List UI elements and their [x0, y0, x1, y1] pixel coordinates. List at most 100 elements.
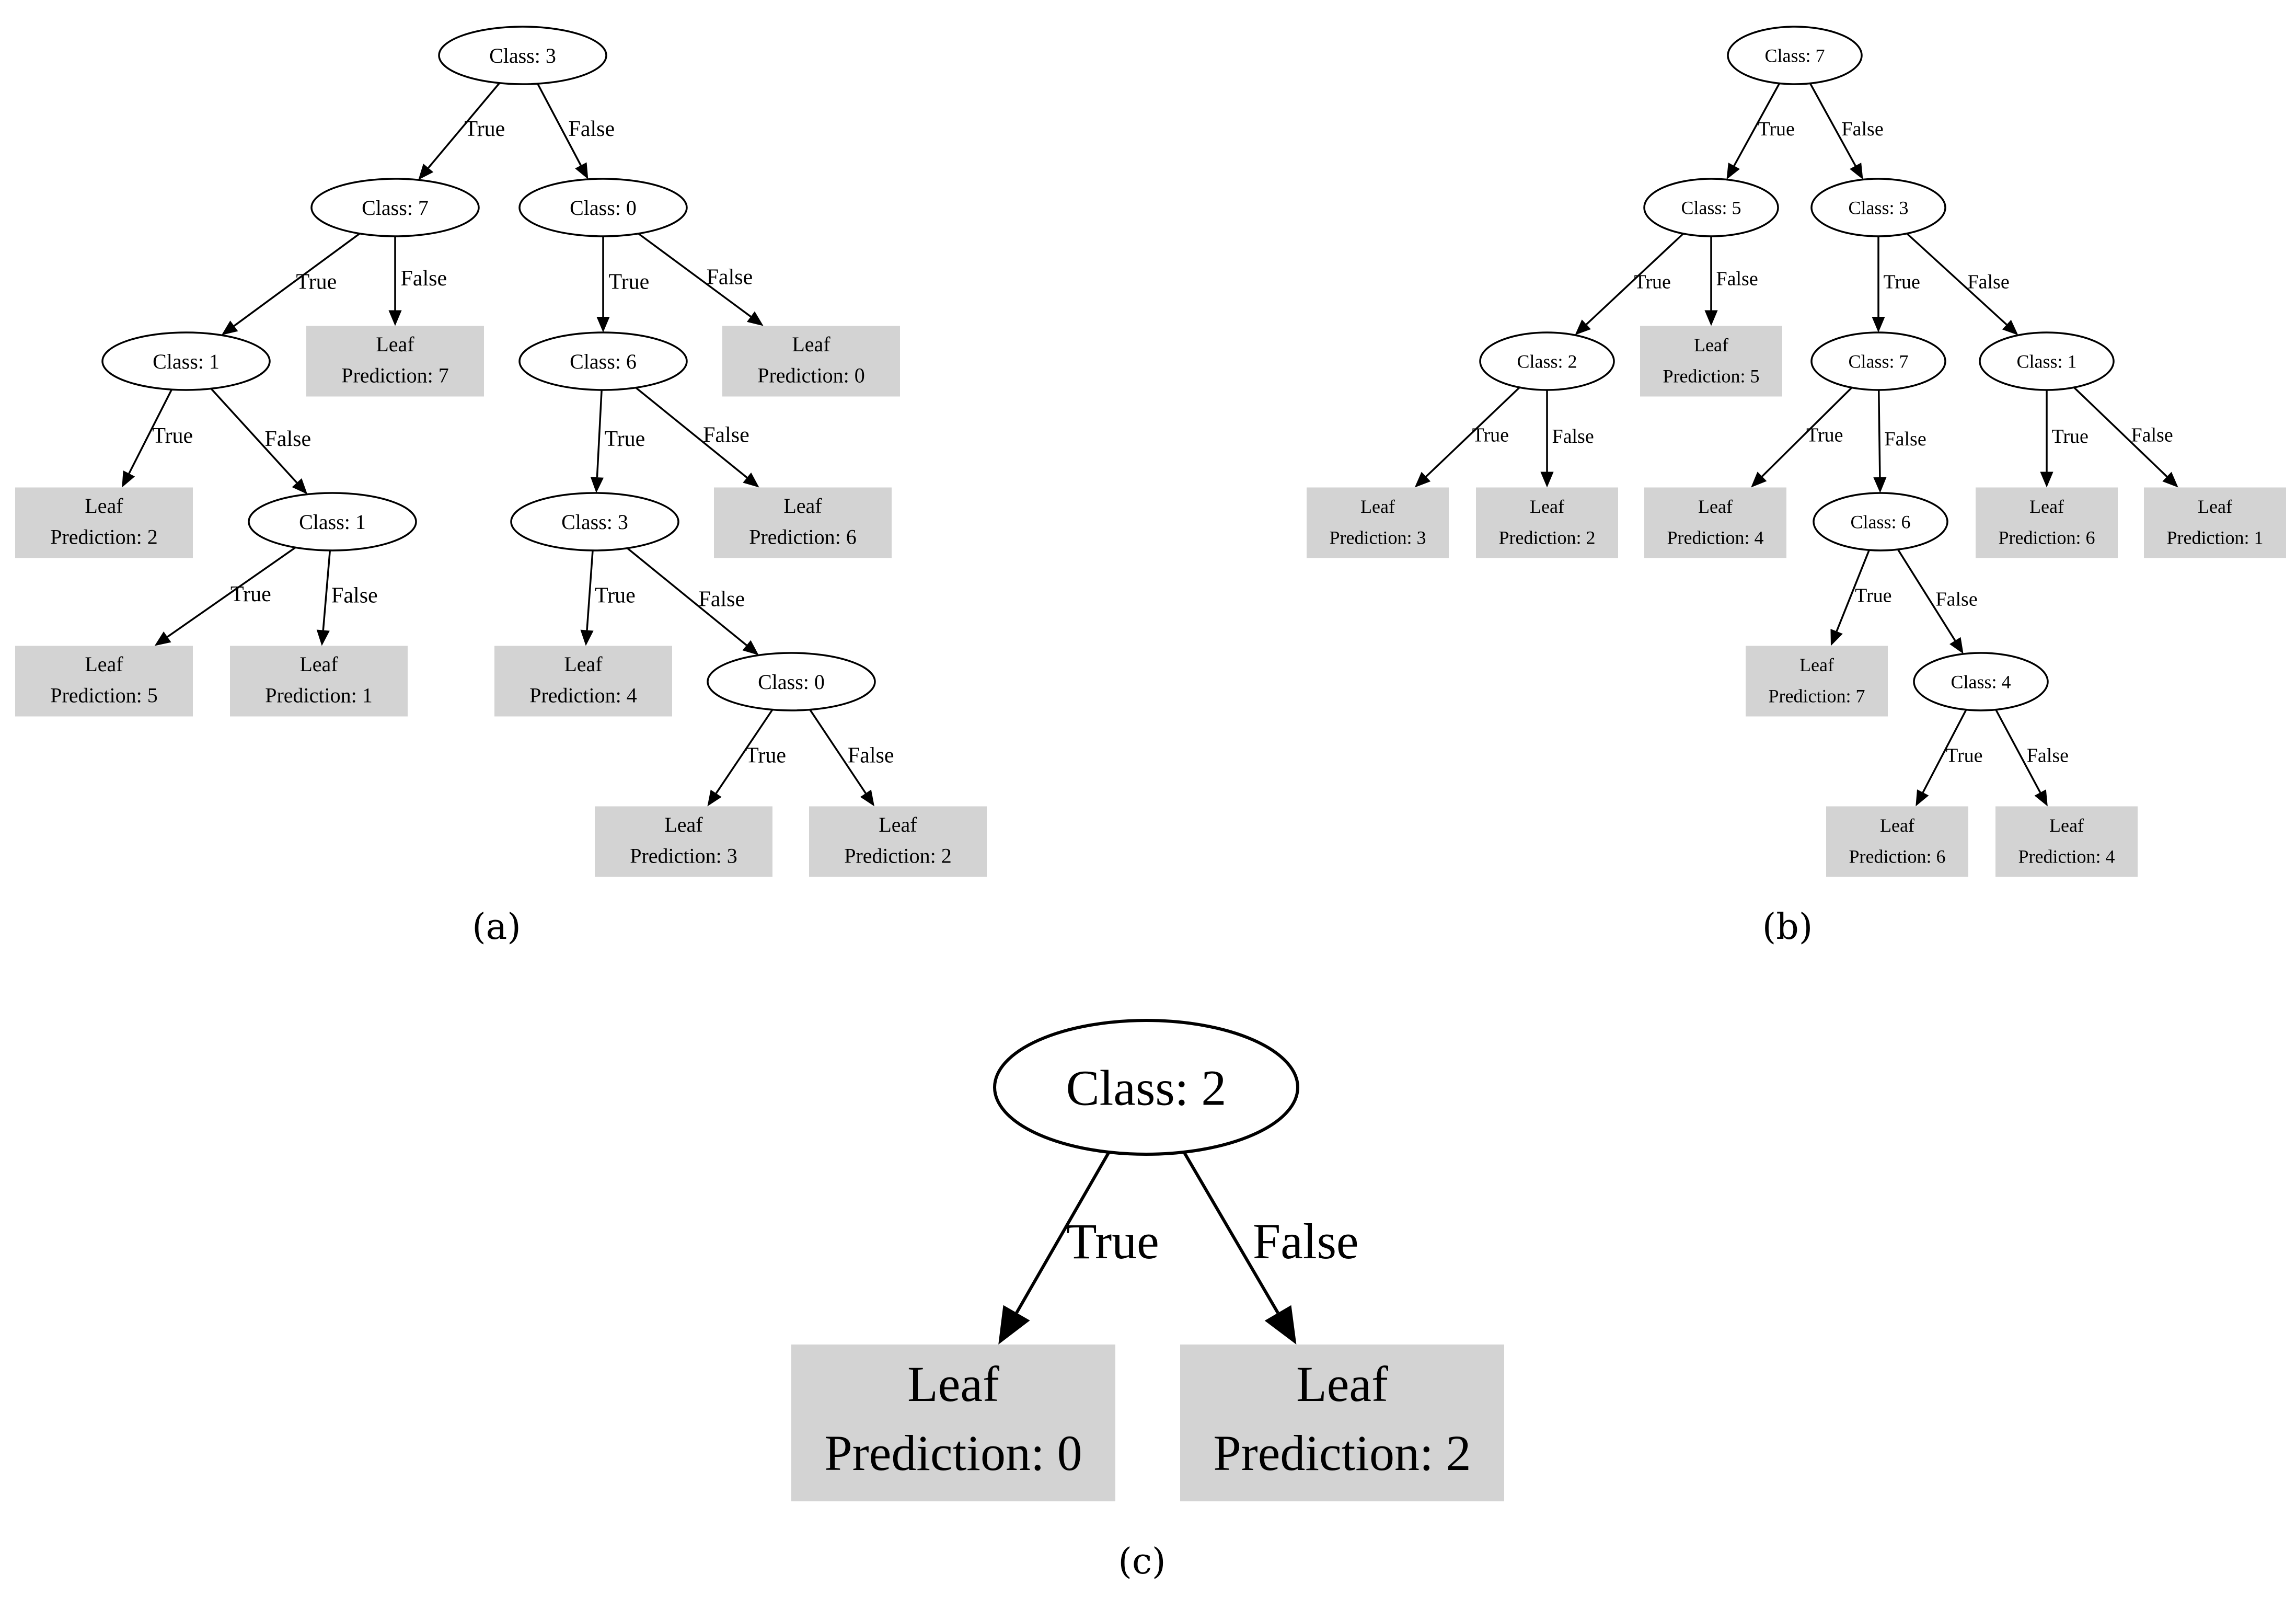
- leaf-box: [494, 646, 672, 717]
- edge-label: False: [1842, 118, 1884, 140]
- class-ellipse: [438, 26, 607, 85]
- class-label: Class: 1: [2016, 351, 2076, 372]
- leaf-label: Leaf: [376, 332, 414, 356]
- class-node: Class: 3: [510, 492, 679, 552]
- edge-label: True: [745, 743, 786, 767]
- arrowhead: [388, 310, 402, 326]
- class-ellipse: [1643, 178, 1779, 237]
- edge-label: True: [1946, 745, 1982, 767]
- edge-label: True: [595, 584, 636, 608]
- edge-line: [1809, 83, 1856, 167]
- caption-a: (a): [472, 906, 521, 948]
- arrowhead: [1872, 317, 1885, 332]
- leaf-label: Leaf: [1799, 654, 1834, 675]
- leaf-box: [1476, 487, 1618, 558]
- edge-label: False: [1885, 428, 1926, 450]
- leaf-box: [791, 1345, 1115, 1501]
- arrowhead: [590, 477, 604, 493]
- edge-true: True: [1830, 549, 1892, 646]
- arrowhead: [1850, 163, 1863, 180]
- class-label: Class: 3: [1848, 198, 1908, 219]
- edge-line: [1182, 1151, 1279, 1314]
- class-node: Class: 2: [993, 1019, 1299, 1156]
- class-node: Class: 6: [1813, 492, 1948, 552]
- arrowhead: [707, 789, 722, 807]
- leaf-label: Prediction: 5: [1663, 366, 1760, 387]
- edge-label: True: [1472, 424, 1509, 446]
- edge-false: False: [210, 388, 311, 495]
- leaf-box: [230, 646, 408, 717]
- edge-line: [1733, 83, 1781, 167]
- leaf-label: Leaf: [1694, 335, 1728, 355]
- edge-true: True: [1872, 236, 1920, 332]
- leaf-label: Leaf: [1360, 496, 1395, 517]
- arrowhead: [1873, 477, 1887, 493]
- edge-line: [1425, 386, 1520, 478]
- edge-label: False: [1716, 268, 1758, 290]
- leaf-label: Prediction: 2: [844, 844, 952, 868]
- edge-false: False: [537, 83, 615, 179]
- class-ellipse: [248, 492, 417, 552]
- class-node: Class: 0: [707, 652, 876, 711]
- leaf-box: [595, 806, 772, 877]
- edge-line: [596, 389, 603, 478]
- leaf-label: Prediction: 4: [529, 684, 637, 707]
- arrowhead: [742, 640, 759, 656]
- arrowhead: [860, 789, 874, 807]
- class-label: Class: 2: [1066, 1060, 1227, 1116]
- edge-label: False: [703, 423, 749, 447]
- edge-line: [428, 82, 501, 169]
- edge-true: True: [1575, 233, 1684, 336]
- class-label: Class: 7: [362, 196, 429, 220]
- class-label: Class: 7: [1848, 351, 1908, 372]
- edge-label: False: [707, 266, 753, 290]
- class-label: Class: 0: [758, 670, 825, 694]
- edge-false: False: [627, 547, 759, 656]
- leaf-box: [1995, 806, 2138, 877]
- arrowhead: [316, 629, 330, 646]
- edge-line: [1897, 549, 1956, 641]
- class-node: Class: 3: [438, 26, 607, 85]
- leaf-box: [1976, 487, 2118, 558]
- arrowhead: [2162, 472, 2178, 488]
- edge-label: False: [1936, 589, 1978, 611]
- leaf-label: Leaf: [564, 652, 603, 676]
- arrowhead: [1414, 472, 1431, 488]
- edge-label: True: [1855, 584, 1891, 606]
- arrowhead: [747, 311, 764, 326]
- arrowhead: [2002, 319, 2018, 336]
- captions-layer: (a) (b) (c): [472, 906, 1813, 1582]
- edge-false: False: [1906, 233, 2018, 336]
- class-label: Class: 3: [489, 44, 556, 67]
- edge-line: [128, 389, 173, 474]
- class-ellipse: [993, 1019, 1299, 1156]
- class-ellipse: [510, 492, 679, 552]
- edge-label: True: [1806, 424, 1843, 446]
- edge-true: True: [122, 389, 193, 488]
- class-label: Class: 2: [1517, 351, 1577, 372]
- edge-line: [1015, 1151, 1111, 1314]
- edge-line: [537, 83, 582, 166]
- edge-line: [1995, 709, 2041, 793]
- class-ellipse: [101, 331, 271, 391]
- leaf-label: Leaf: [2198, 496, 2232, 517]
- leaf-label: Prediction: 7: [341, 364, 449, 387]
- edge-label: False: [331, 584, 378, 608]
- leaf-label: Leaf: [792, 332, 830, 356]
- arrowhead: [2034, 789, 2048, 807]
- leaf-box: [809, 806, 987, 877]
- arrowhead: [575, 162, 589, 179]
- class-label: Class: 7: [1764, 45, 1825, 66]
- leaf-label: Prediction: 3: [1330, 527, 1426, 548]
- edge-line: [586, 550, 594, 630]
- leaf-box: [722, 326, 900, 397]
- edge-false: False: [638, 233, 764, 326]
- leaf-box: [1180, 1345, 1504, 1501]
- leaf-label: Leaf: [1880, 815, 1914, 836]
